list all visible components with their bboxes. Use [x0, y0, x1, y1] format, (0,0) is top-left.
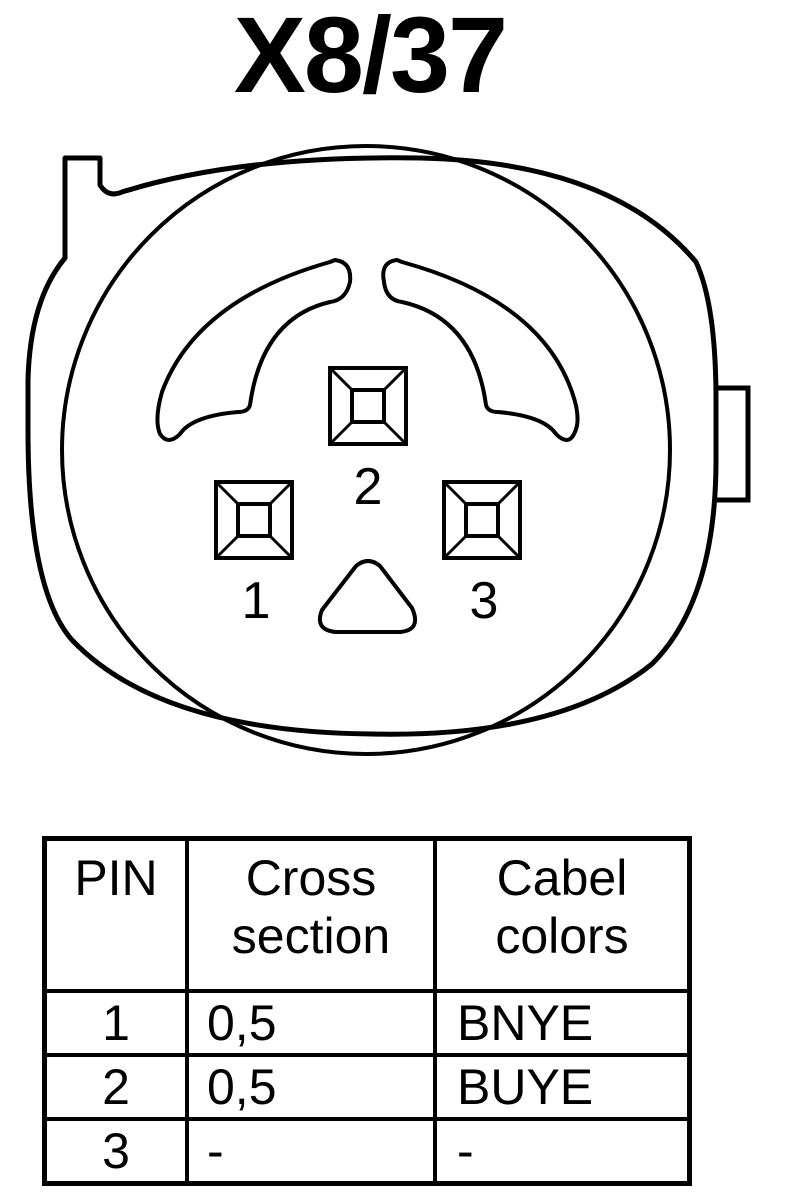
pin-3-label: 3: [470, 572, 499, 630]
cell-cross-section: 0,5: [185, 989, 437, 1057]
table-row: 2 0,5 BUYE: [42, 1053, 692, 1121]
cell-cable-color: -: [433, 1117, 692, 1186]
header-color-line1: Cabel: [496, 850, 628, 906]
coding-slot-left: [155, 258, 353, 442]
cell-cross-section: 0,5: [185, 1053, 437, 1121]
connector-drawing: 2 1 3: [25, 144, 751, 756]
pin-1-terminal: [214, 480, 294, 560]
cell-pin: 3: [42, 1117, 189, 1186]
header-pin-label: PIN: [74, 850, 158, 906]
coding-slot-right: [381, 258, 580, 442]
connector-housing: [25, 155, 719, 737]
latch-tab: [716, 385, 751, 503]
cell-cross-section: -: [185, 1117, 437, 1186]
pin-2-label: 2: [354, 458, 383, 516]
cell-pin: 1: [42, 989, 189, 1057]
table-row: 3 - -: [42, 1117, 692, 1186]
header-cross-line2: section: [231, 908, 391, 964]
cell-cable-color: BUYE: [433, 1053, 692, 1121]
pin-2-terminal: [328, 366, 408, 446]
table-row: 1 0,5 BNYE: [42, 989, 692, 1057]
pin-3-terminal: [442, 480, 522, 560]
connector-title: X8/37: [233, 0, 508, 115]
key-triangle: [317, 559, 417, 634]
table-header-row: PIN Cross section Cabel colors: [42, 836, 692, 993]
header-cross-line1: Cross: [245, 850, 377, 906]
header-color-line2: colors: [495, 908, 629, 964]
connector-face: [60, 144, 672, 756]
connector-diagram: 2 1 3: [0, 140, 800, 760]
pin-assignment-table: PIN Cross section Cabel colors 1 0,5 BNY…: [42, 836, 692, 1186]
header-pin: PIN: [42, 836, 189, 993]
cell-pin: 2: [42, 1053, 189, 1121]
cell-cable-color: BNYE: [433, 989, 692, 1057]
pin-1-label: 1: [242, 572, 271, 630]
header-cross-section: Cross section: [185, 836, 437, 993]
header-cable-colors: Cabel colors: [433, 836, 692, 993]
